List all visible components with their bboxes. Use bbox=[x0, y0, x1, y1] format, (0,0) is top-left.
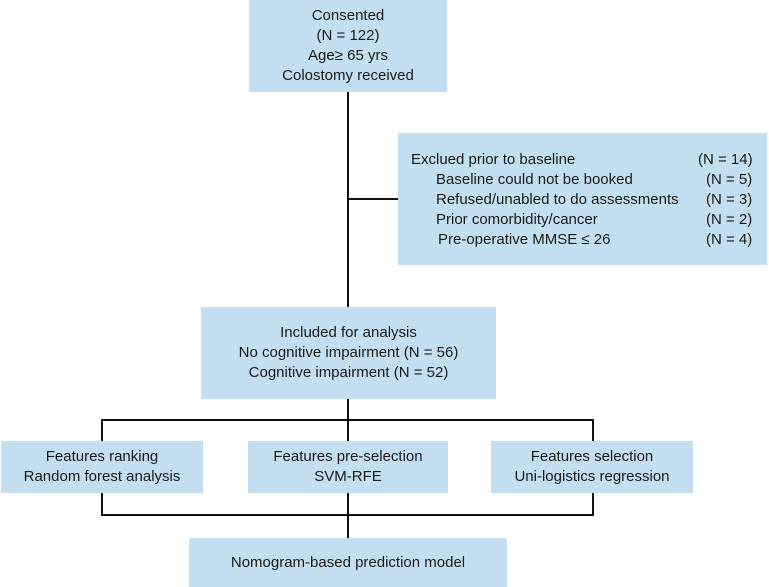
features-selection-method: Uni-logistics regression bbox=[514, 468, 670, 485]
branch-right-down bbox=[592, 419, 594, 441]
consented-count: (N = 122) bbox=[316, 27, 380, 44]
merge-right-up bbox=[592, 493, 594, 515]
branch-mid-down bbox=[347, 419, 349, 441]
included-box: Included for analysis No cognitive impai… bbox=[201, 307, 496, 399]
exclusion-item-count: (N = 5) bbox=[706, 171, 753, 188]
exclusion-title-count: (N = 14) bbox=[698, 151, 753, 168]
nomogram-label: Nomogram-based prediction model bbox=[230, 553, 466, 571]
exclusion-title: Exclued prior to baseline bbox=[411, 151, 576, 168]
exclusion-item-count: (N = 4) bbox=[706, 231, 753, 248]
included-impairment: Cognitive impairment (N = 52) bbox=[248, 364, 449, 381]
exclusion-item-label: Pre-operative MMSE ≤ 26 bbox=[438, 231, 611, 248]
features-preselection-box: Features pre-selection SVM-RFE bbox=[248, 441, 448, 493]
features-ranking-box: Features ranking Random forest analysis bbox=[1, 441, 203, 493]
features-ranking-method: Random forest analysis bbox=[23, 468, 181, 485]
exclusion-item-label: Refused/unabled to do assessments bbox=[436, 191, 679, 208]
exclusion-item-count: (N = 3) bbox=[706, 191, 753, 208]
merge-bottom-bar bbox=[101, 514, 594, 516]
features-selection-box: Features selection Uni-logistics regress… bbox=[491, 441, 693, 493]
connector-included-to-branch bbox=[347, 399, 349, 420]
consented-age: Age≥ 65 yrs bbox=[308, 47, 388, 64]
merge-left-up bbox=[101, 493, 103, 515]
features-ranking-title: Features ranking bbox=[45, 448, 159, 465]
exclusion-box: Exclued prior to baseline (N = 14) Basel… bbox=[398, 133, 767, 265]
features-selection-title: Features selection bbox=[530, 448, 654, 465]
consented-box: Consented (N = 122) Age≥ 65 yrs Colostom… bbox=[249, 0, 447, 92]
exclusion-item-count: (N = 2) bbox=[706, 211, 753, 228]
included-label: Included for analysis bbox=[280, 324, 417, 341]
branch-left-down bbox=[101, 419, 103, 441]
consented-label: Consented bbox=[311, 7, 385, 24]
exclusion-item-label: Baseline could not be booked bbox=[436, 171, 633, 188]
features-preselection-title: Features pre-selection bbox=[273, 448, 423, 465]
nomogram-box: Nomogram-based prediction model bbox=[189, 538, 507, 587]
consented-colostomy: Colostomy received bbox=[282, 67, 414, 84]
exclusion-item-label: Prior comorbidity/cancer bbox=[436, 211, 598, 228]
features-preselection-method: SVM-RFE bbox=[314, 468, 382, 485]
included-no-impairment: No cognitive impairment (N = 56) bbox=[238, 344, 459, 361]
connector-to-exclusion bbox=[348, 198, 398, 200]
